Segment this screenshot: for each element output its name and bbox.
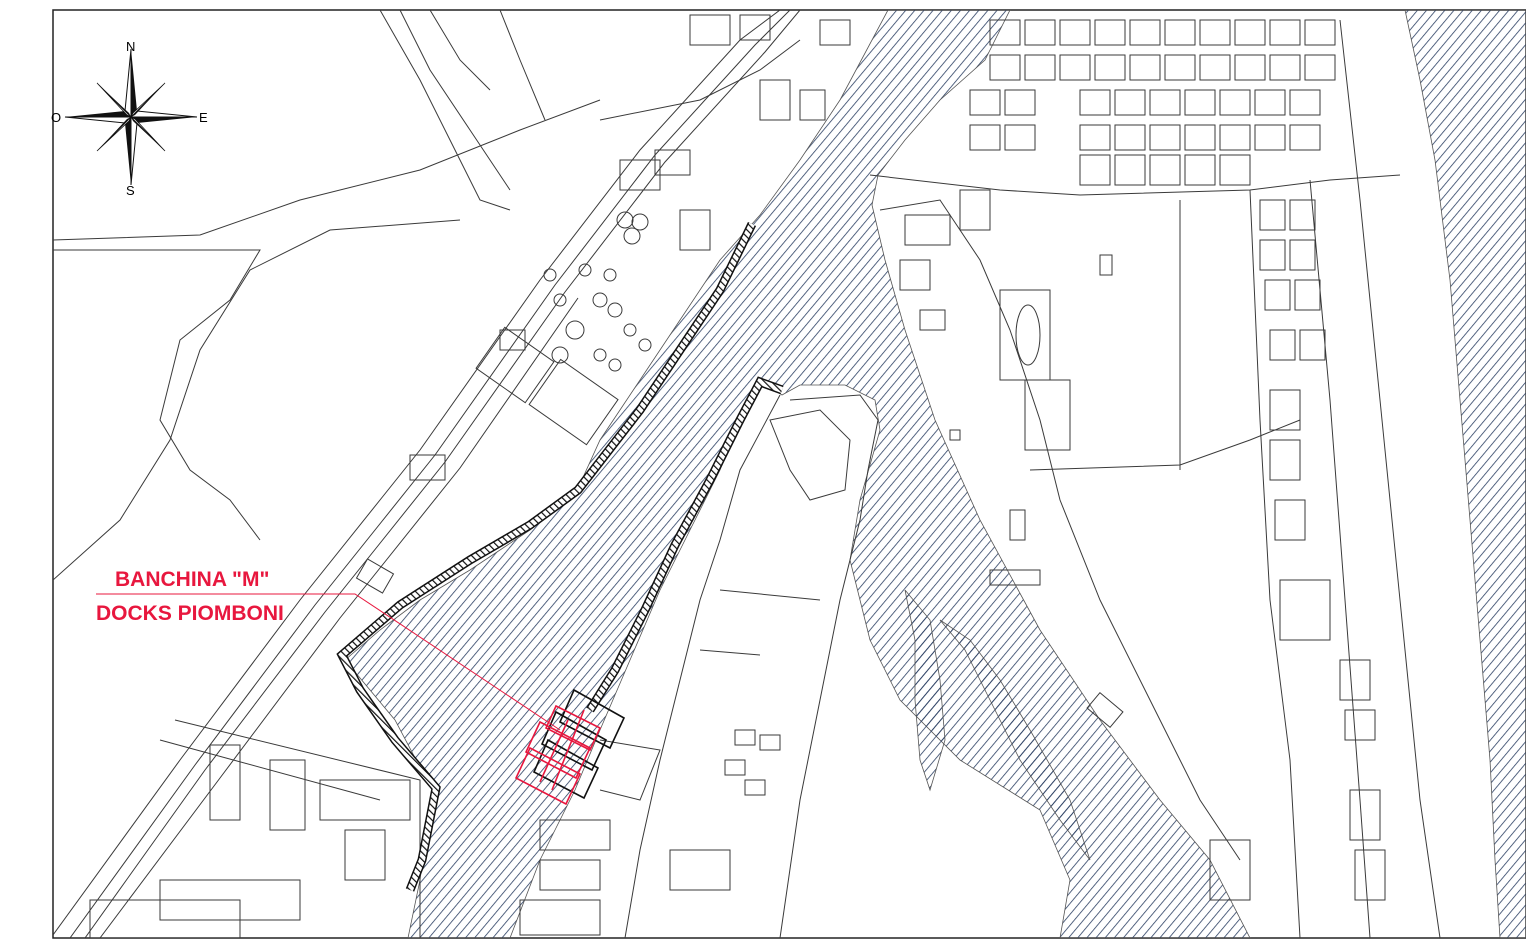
- compass-star-icon: [64, 48, 198, 186]
- compass-rose: N S E O: [51, 39, 208, 198]
- land-linework: [53, 10, 1441, 938]
- sea-water: [1404, 10, 1526, 938]
- lagoon-channel: [904, 589, 946, 792]
- lagoon-channel: [939, 619, 1091, 861]
- town-blocks: [969, 19, 1386, 901]
- callout-label-line2: DOCKS PIOMBONI: [96, 602, 284, 625]
- pier-dock-frames: [532, 688, 626, 800]
- callout-leader: [96, 593, 561, 731]
- canal-water: [344, 10, 1251, 938]
- callout-label-line1: BANCHINA "M": [115, 568, 269, 591]
- banchina-m-highlight: [514, 704, 602, 806]
- compass-south-label: S: [126, 183, 135, 198]
- compass-north-label: N: [126, 39, 135, 54]
- compass-west-label: O: [51, 110, 61, 125]
- quay-walls: [336, 222, 784, 892]
- map-frame: [52, 9, 1526, 939]
- compass-east-label: E: [199, 110, 208, 125]
